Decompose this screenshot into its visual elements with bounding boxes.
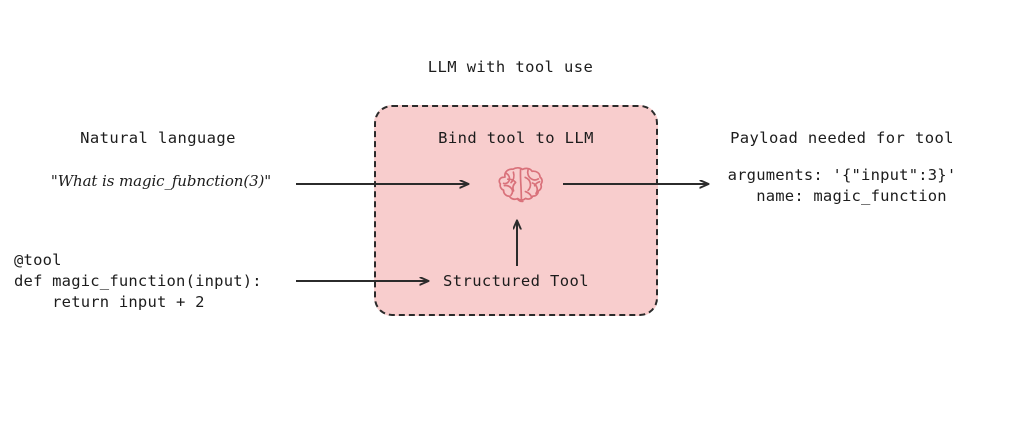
structured-tool-label: Structured Tool bbox=[443, 272, 589, 290]
user-question-text: "What is magic_fubnction(3)" bbox=[50, 172, 272, 190]
payload-body-text: arguments: '{"input":3}' name: magic_fun… bbox=[727, 166, 957, 205]
natural-language-heading: Natural language bbox=[80, 129, 236, 147]
diagram-title: LLM with tool use bbox=[427, 58, 594, 76]
payload-heading: Payload needed for tool bbox=[730, 129, 954, 147]
bind-tool-heading: Bind tool to LLM bbox=[438, 129, 594, 147]
tool-code-snippet: @tool def magic_function(input): return … bbox=[14, 251, 262, 311]
